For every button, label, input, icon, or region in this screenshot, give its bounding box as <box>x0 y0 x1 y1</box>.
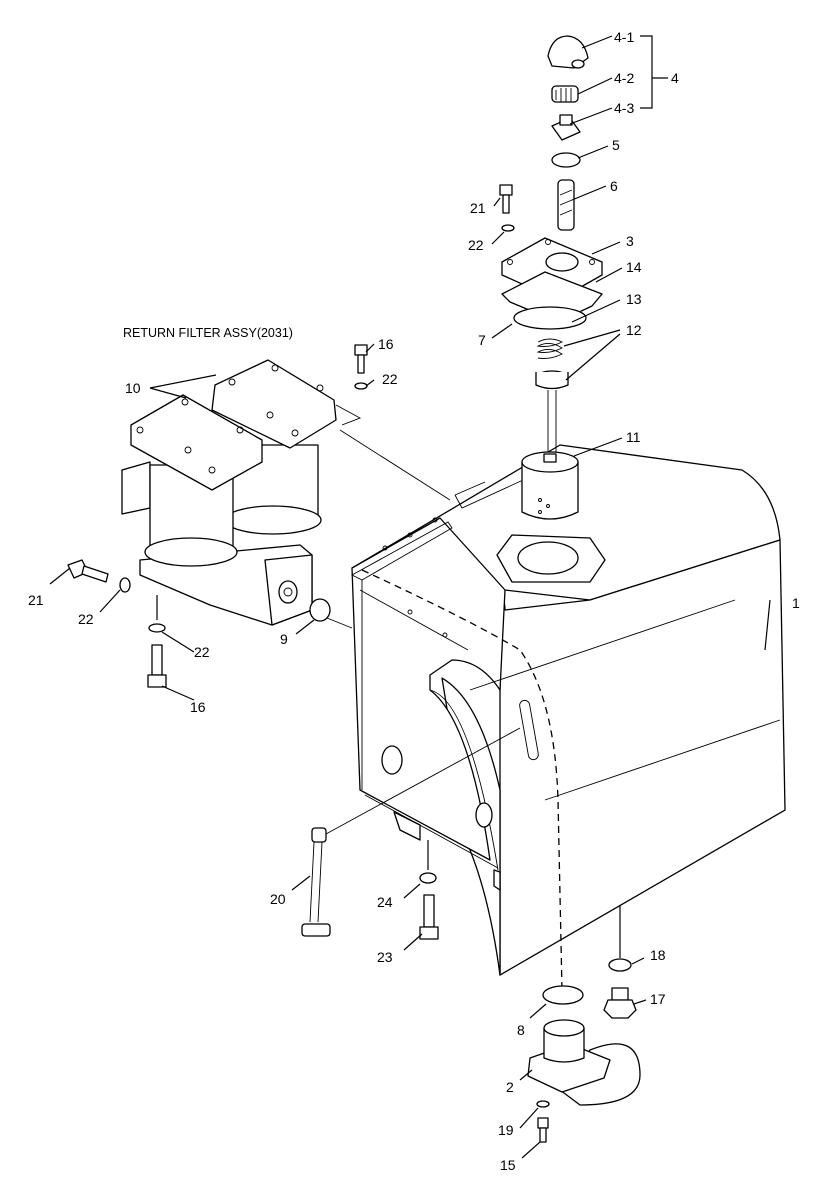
label-19: 19 <box>498 1122 514 1138</box>
label-14: 14 <box>626 259 642 275</box>
label-22-right: 22 <box>382 371 398 387</box>
label-22-bottom: 22 <box>194 644 210 660</box>
bolt-23 <box>419 894 439 940</box>
label-10: 10 <box>125 380 141 396</box>
label-4-3: 4-3 <box>614 100 634 116</box>
label-6: 6 <box>610 178 618 194</box>
valve-part-4-3 <box>551 114 581 141</box>
washer-22-top <box>501 224 515 232</box>
label-9: 9 <box>280 631 288 647</box>
label-5: 5 <box>612 137 620 153</box>
label-21-top: 21 <box>470 200 486 216</box>
label-22-left: 22 <box>78 611 94 627</box>
label-4: 4 <box>671 70 679 86</box>
label-24: 24 <box>377 894 393 910</box>
label-18: 18 <box>650 947 666 963</box>
leader-lines <box>49 35 771 1159</box>
strainer-6 <box>557 179 575 231</box>
gasket-14 <box>501 271 603 323</box>
label-15: 15 <box>500 1157 516 1173</box>
snap-ring-5 <box>551 152 581 168</box>
label-16-bottom: 16 <box>190 699 206 715</box>
o-ring-18 <box>608 958 632 972</box>
label-11: 11 <box>626 429 641 445</box>
washer-22-bottom <box>148 623 166 633</box>
label-4-2: 4-2 <box>614 70 634 86</box>
o-ring-9 <box>309 598 331 622</box>
label-17: 17 <box>650 991 666 1007</box>
label-7: 7 <box>478 332 486 348</box>
label-1: 1 <box>792 595 800 611</box>
spring-13 <box>536 338 564 359</box>
gasket-8 <box>542 985 584 1005</box>
label-23: 23 <box>377 949 393 965</box>
label-8: 8 <box>517 1022 525 1038</box>
level-gauge-20 <box>301 727 521 937</box>
hydraulic-tank-body <box>351 444 786 991</box>
washer-22-left <box>119 577 131 593</box>
label-21-left: 21 <box>28 592 44 608</box>
bolt-16-top <box>354 344 368 374</box>
ring-part-4-2 <box>551 85 579 103</box>
bolt-15 <box>537 1117 549 1143</box>
suction-pipe-2 <box>527 1019 641 1106</box>
filter-element-11 <box>521 390 579 520</box>
label-4-1: 4-1 <box>614 29 634 45</box>
label-2: 2 <box>506 1079 514 1095</box>
washer-19 <box>536 1100 550 1108</box>
label-22-top: 22 <box>468 237 484 253</box>
bolt-21-left <box>67 559 109 583</box>
drain-plug-17 <box>603 987 637 1019</box>
assembly-title: RETURN FILTER ASSY(2031) <box>123 326 293 340</box>
cap-part-4-1 <box>547 35 589 69</box>
label-13: 13 <box>626 291 642 307</box>
label-16-top: 16 <box>378 336 394 352</box>
o-ring-7 <box>513 306 587 330</box>
label-3: 3 <box>626 233 634 249</box>
filter-canister-front <box>130 394 263 567</box>
bolt-16-bottom <box>147 644 167 688</box>
label-20: 20 <box>270 891 286 907</box>
washer-22-right <box>354 382 368 390</box>
washer-24 <box>419 872 437 884</box>
collar-12 <box>535 370 569 390</box>
label-12: 12 <box>626 322 642 338</box>
bolt-21-top <box>499 184 513 214</box>
